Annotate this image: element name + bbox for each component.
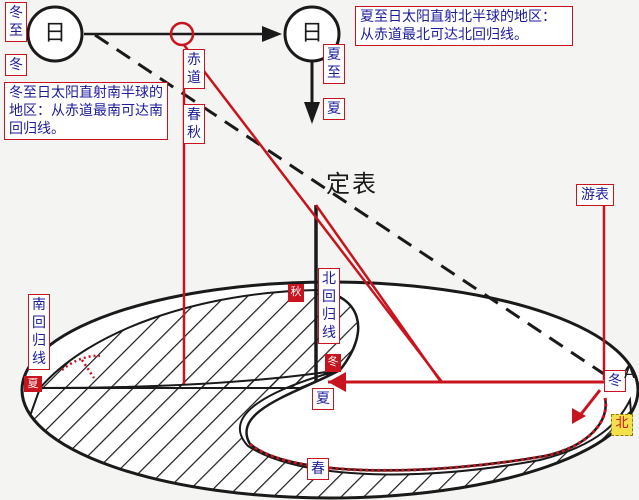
label-winter-solstice: 冬至 bbox=[5, 2, 27, 42]
label-summer: 夏 bbox=[323, 98, 345, 120]
shadow-arrowhead bbox=[328, 372, 346, 392]
sun-winter-circle bbox=[26, 5, 84, 63]
label-equator: 赤道 bbox=[183, 49, 205, 89]
label-summer-solstice: 夏至 bbox=[323, 44, 345, 84]
sun-travel-arrowhead bbox=[262, 26, 282, 42]
small-red-arrow-line bbox=[576, 389, 602, 419]
label-summer-mid: 夏 bbox=[312, 388, 334, 410]
label-spring: 春 bbox=[307, 458, 329, 480]
gnomon-label: 定表 bbox=[326, 170, 378, 198]
sun-left-glyph: 日 bbox=[44, 21, 67, 46]
summer-sun-ray bbox=[183, 44, 443, 383]
label-tropic-north: 北回归线 bbox=[318, 268, 340, 344]
marker-winter-mid: 冬 bbox=[325, 354, 341, 372]
label-equinox: 春秋 bbox=[183, 104, 205, 144]
hatched-south-region bbox=[22, 369, 638, 498]
label-youbiao: 游表 bbox=[576, 184, 614, 206]
point-a-label: A bbox=[624, 363, 635, 382]
label-winter: 冬 bbox=[5, 54, 27, 76]
sun-right-glyph: 日 bbox=[301, 21, 324, 46]
summer-solstice-note: 夏至日太阳直射北半球的地区：从赤道最北可达北回归线。 bbox=[355, 6, 573, 46]
equator-circle bbox=[169, 21, 195, 47]
label-tropic-south: 南回归线 bbox=[28, 294, 50, 370]
south-tropic-dotted-tick bbox=[80, 359, 96, 379]
summer-down-arrowhead bbox=[304, 102, 320, 124]
marker-north: 北 bbox=[611, 414, 633, 436]
winter-solstice-note: 冬至日太阳直射南半球的地区：从赤道最南可达南回归线。 bbox=[4, 82, 168, 140]
marker-summer-left: 夏 bbox=[24, 376, 42, 392]
label-winter-right: 冬 bbox=[604, 370, 626, 392]
small-red-arrowhead bbox=[572, 408, 586, 424]
marker-autumn: 秋 bbox=[288, 284, 304, 302]
shadow-line bbox=[314, 204, 443, 383]
